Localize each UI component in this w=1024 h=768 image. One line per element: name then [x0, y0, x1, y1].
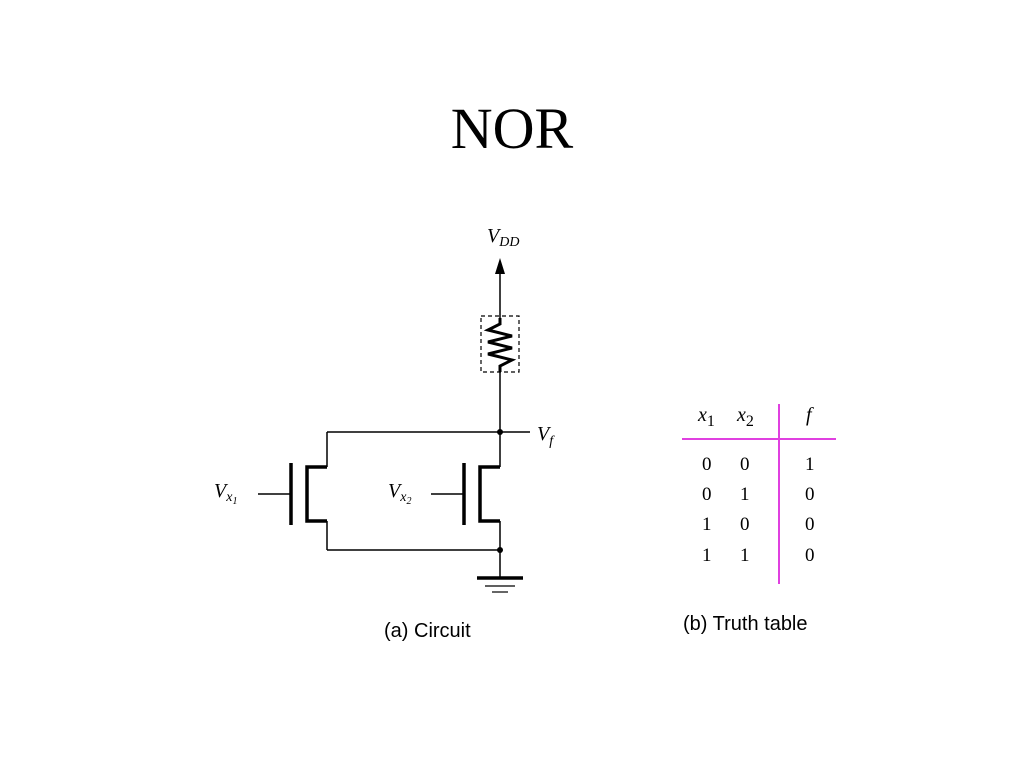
nor-circuit: VDD Vf Vx1 — [214, 225, 555, 642]
ground-node — [497, 547, 503, 553]
svg-text:1: 1 — [740, 545, 750, 566]
ground-icon — [477, 576, 523, 593]
svg-text:1: 1 — [805, 454, 815, 475]
header-x1: x1 — [697, 404, 715, 430]
vf-label: Vf — [537, 423, 555, 449]
header-f: f — [806, 404, 814, 426]
circuit-caption: (a) Circuit — [384, 620, 471, 642]
svg-text:0: 0 — [702, 454, 712, 475]
vx1-label: Vx1 — [214, 480, 237, 507]
vdd-arrow-icon — [495, 258, 505, 274]
truth-table: x1 x2 f 0 0 1 0 1 0 1 0 0 1 — [682, 404, 836, 635]
resistor-icon — [483, 318, 517, 372]
svg-text:0: 0 — [702, 484, 712, 505]
transistor-x1 — [258, 432, 328, 550]
svg-text:0: 0 — [740, 514, 750, 535]
vx2-label: Vx2 — [388, 480, 411, 507]
svg-text:0: 0 — [805, 514, 815, 535]
table-row: 0 1 0 — [702, 484, 815, 505]
svg-text:0: 0 — [740, 454, 750, 475]
table-row: 1 1 0 — [702, 545, 815, 566]
table-row: 0 0 1 — [702, 454, 815, 475]
svg-text:0: 0 — [805, 484, 815, 505]
svg-text:0: 0 — [805, 545, 815, 566]
header-x2: x2 — [736, 404, 754, 430]
table-caption: (b) Truth table — [683, 613, 808, 635]
slide-title: NOR — [450, 96, 574, 161]
svg-text:1: 1 — [740, 484, 750, 505]
svg-text:1: 1 — [702, 545, 712, 566]
vdd-label: VDD — [487, 225, 519, 250]
transistor-x2 — [431, 432, 501, 578]
svg-text:1: 1 — [702, 514, 712, 535]
table-row: 1 0 0 — [702, 514, 815, 535]
